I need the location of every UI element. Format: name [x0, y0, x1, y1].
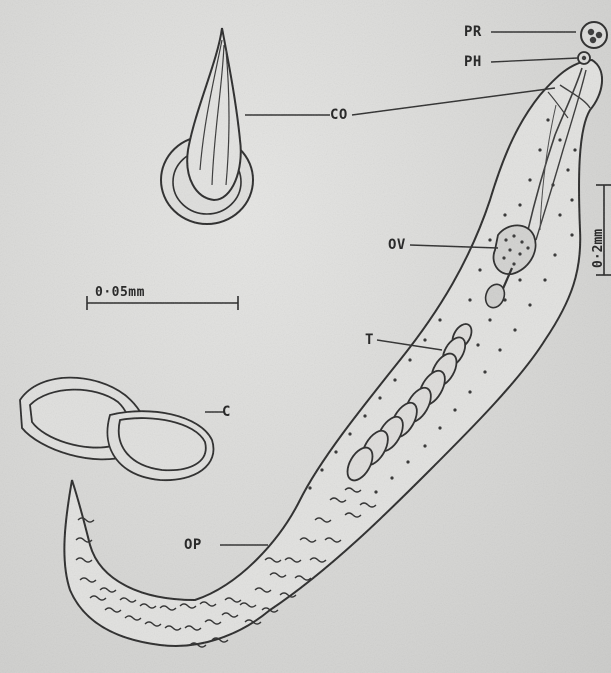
- label-op: OP: [184, 538, 202, 552]
- scale-label-large: 0·2mm: [592, 229, 605, 268]
- label-pr: PR: [464, 25, 482, 39]
- label-c: C: [222, 405, 231, 419]
- scale-label-small: 0·05mm: [95, 286, 145, 299]
- label-ov: OV: [388, 238, 406, 252]
- label-co: CO: [330, 108, 348, 122]
- label-t: T: [365, 333, 374, 347]
- label-ph: PH: [464, 55, 482, 69]
